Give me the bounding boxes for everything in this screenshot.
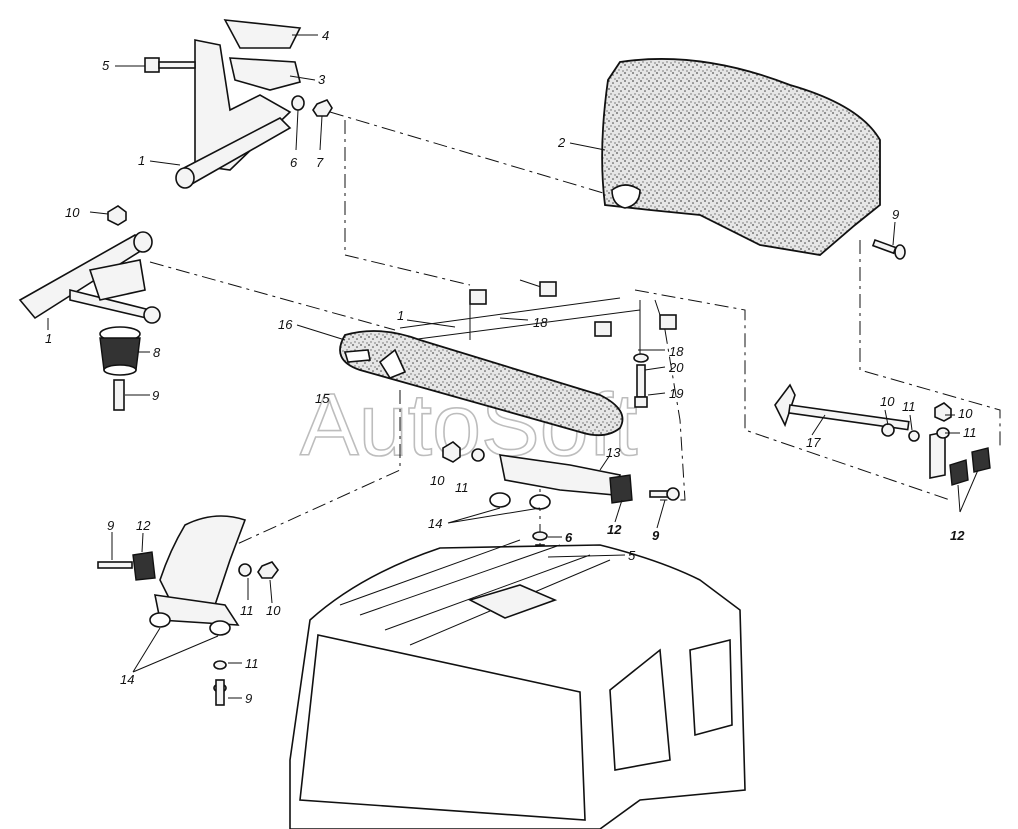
callout-12: 12	[607, 522, 622, 537]
lower-left-bracket	[97, 515, 279, 706]
callout-11: 11	[245, 656, 259, 671]
support-frame	[399, 279, 677, 360]
callout-9: 9	[107, 518, 114, 533]
callout-15: 15	[315, 391, 330, 406]
callout-10: 10	[880, 394, 895, 409]
callout-13: 13	[606, 445, 621, 460]
callout-10: 10	[65, 205, 80, 220]
nut-10-upper-left	[107, 205, 127, 226]
callout-1: 1	[138, 153, 145, 168]
callout-17: 17	[806, 435, 821, 450]
callout-11: 11	[963, 425, 977, 440]
callout-1: 1	[45, 331, 52, 346]
callout-6: 6	[565, 530, 573, 545]
callout-3: 3	[318, 72, 326, 87]
callout-18: 18	[533, 315, 548, 330]
callout-14: 14	[120, 672, 134, 687]
callout-5: 5	[102, 58, 110, 73]
callout-7: 7	[316, 155, 324, 170]
callout-12: 12	[136, 518, 151, 533]
callout-8: 8	[153, 345, 161, 360]
callout-labels: 4 3 5 1 6 7 2 10 1 8 9 9 1 16 18 18 20 1…	[45, 28, 977, 706]
roof-spoiler-fairing	[601, 58, 881, 256]
lamp-bracket-center	[489, 454, 633, 510]
callout-10: 10	[430, 473, 445, 488]
callout-6: 6	[290, 155, 298, 170]
callout-4: 4	[322, 28, 329, 43]
callout-11: 11	[240, 603, 254, 618]
lamp-bar	[339, 330, 624, 437]
callout-11: 11	[455, 480, 469, 495]
callout-9: 9	[245, 691, 252, 706]
callout-19: 19	[669, 386, 683, 401]
callout-20: 20	[668, 360, 684, 375]
bolt-9-right	[871, 238, 906, 260]
callout-9: 9	[152, 388, 159, 403]
callout-9: 9	[652, 528, 660, 543]
truck-cab	[289, 539, 746, 829]
hardware-upper	[144, 57, 333, 117]
callout-1: 1	[397, 308, 404, 323]
callout-11: 11	[902, 399, 916, 414]
rubber-bushing	[99, 326, 141, 411]
callout-10: 10	[266, 603, 281, 618]
callout-5: 5	[628, 548, 636, 563]
bolt-19	[633, 353, 649, 408]
t-bracket-left	[18, 231, 161, 324]
callout-9: 9	[892, 207, 899, 222]
callout-10: 10	[958, 406, 973, 421]
hardware-center	[442, 441, 680, 501]
callout-2: 2	[557, 135, 566, 150]
callout-16: 16	[278, 317, 293, 332]
leader-lines	[47, 34, 979, 699]
mount-bracket-upper	[175, 19, 302, 189]
callout-18: 18	[669, 344, 684, 359]
callout-14: 14	[428, 516, 442, 531]
callout-12: 12	[950, 528, 965, 543]
